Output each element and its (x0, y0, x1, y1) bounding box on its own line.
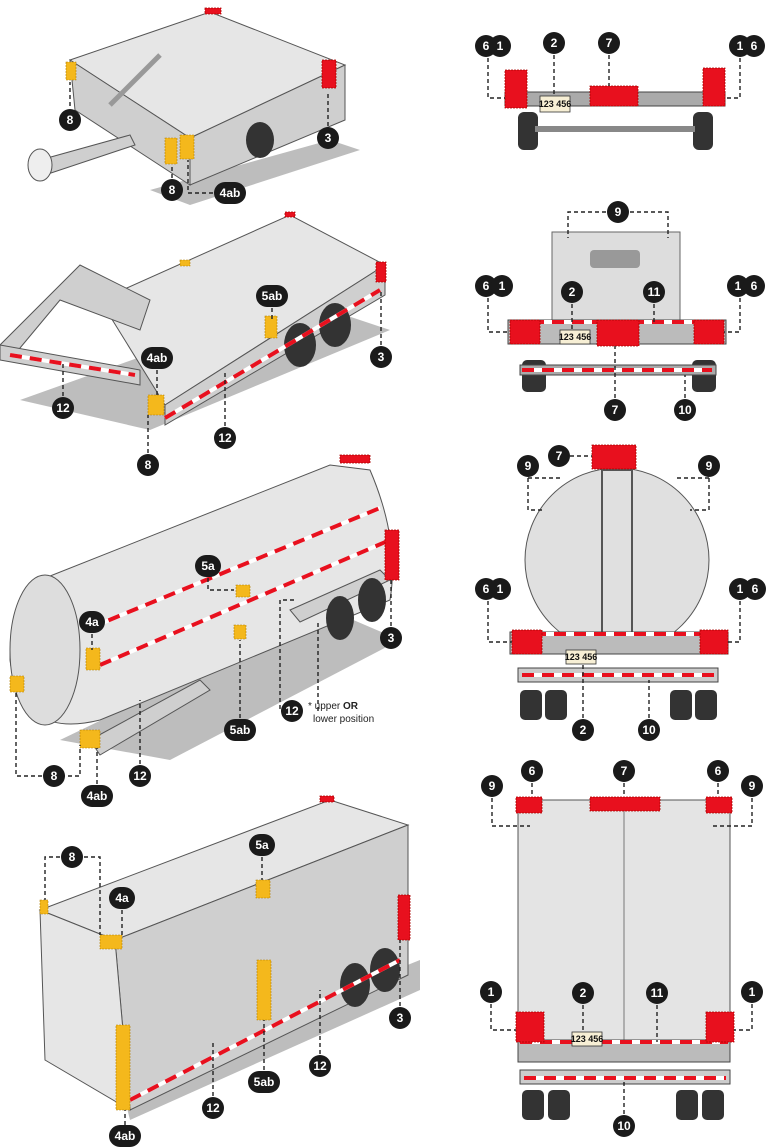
callout-12: 12 (206, 1101, 220, 1115)
callout-8: 8 (51, 769, 58, 783)
callout-1: 1 (735, 279, 742, 293)
callout-5a: 5a (201, 559, 215, 573)
callout-7: 7 (621, 764, 628, 778)
position-note-line2: lower position (313, 714, 374, 725)
callout-5ab: 5ab (254, 1075, 275, 1089)
callout-9: 9 (615, 205, 622, 219)
callout-5a: 5a (255, 838, 269, 852)
callout-1: 1 (497, 582, 504, 596)
van-trailer-side-view (38, 795, 420, 1120)
callout-12: 12 (313, 1059, 327, 1073)
callout-1: 1 (749, 985, 756, 999)
callout-8: 8 (67, 113, 74, 127)
callout-2: 2 (580, 723, 587, 737)
callout-4ab: 4ab (220, 186, 241, 200)
callout-3: 3 (378, 350, 385, 364)
callout-12: 12 (133, 769, 147, 783)
callout-6: 6 (529, 764, 536, 778)
callout-7: 7 (606, 36, 613, 50)
gooseneck-rear-callouts: 9 6 1 2 11 1 6 7 10 (475, 201, 765, 421)
callout-9: 9 (749, 779, 756, 793)
callout-1: 1 (497, 39, 504, 53)
callout-6: 6 (751, 279, 758, 293)
gooseneck-callouts: 5ab 4ab 3 12 12 8 (52, 285, 392, 476)
callout-11: 11 (648, 285, 661, 299)
callout-3: 3 (388, 631, 395, 645)
callout-1: 1 (499, 279, 506, 293)
van-callouts: 8 5a 4a 3 12 5ab 12 4ab (44, 834, 411, 1147)
callout-9: 9 (706, 459, 713, 473)
tanker-rear-view: 123 456 (509, 444, 729, 720)
flatbed-callouts: 8 3 8 4ab (59, 82, 339, 204)
callout-8: 8 (69, 850, 76, 864)
callout-1: 1 (737, 582, 744, 596)
callout-1: 1 (488, 985, 495, 999)
callout-7: 7 (612, 403, 619, 417)
callout-10: 10 (678, 403, 692, 417)
callout-6: 6 (483, 279, 490, 293)
callout-4a: 4a (115, 891, 129, 905)
callout-1: 1 (737, 39, 744, 53)
callout-9: 9 (489, 779, 496, 793)
callout-12: 12 (285, 704, 299, 718)
callout-10: 10 (617, 1119, 631, 1133)
license-plate: 123 456 (565, 652, 598, 662)
callout-6: 6 (483, 582, 490, 596)
callout-5ab: 5ab (230, 723, 251, 737)
callout-12: 12 (218, 431, 232, 445)
callout-10: 10 (642, 723, 656, 737)
license-plate: 123 456 (559, 332, 592, 342)
callout-12: 12 (56, 401, 70, 415)
callout-6: 6 (751, 39, 758, 53)
flatbed-rear-view: 123 456 (504, 67, 726, 150)
callout-2: 2 (580, 986, 587, 1000)
callout-2: 2 (551, 36, 558, 50)
license-plate: 123 456 (539, 99, 572, 109)
callout-8: 8 (169, 183, 176, 197)
callout-5ab: 5ab (262, 289, 283, 303)
callout-3: 3 (397, 1011, 404, 1025)
callout-8: 8 (145, 458, 152, 472)
tanker-trailer-side-view (9, 454, 400, 760)
flatbed-rear-callouts: 6 1 2 7 1 6 (475, 32, 765, 99)
callout-9: 9 (525, 459, 532, 473)
tanker-callouts: 5a 4a 3 12 5ab 12 8 4ab * upper OR lower… (15, 555, 402, 807)
van-rear-view: 123 456 (515, 796, 735, 1120)
callout-7: 7 (556, 449, 563, 463)
callout-4a: 4a (85, 615, 99, 629)
callout-2: 2 (569, 285, 576, 299)
flatbed-trailer-side-view (27, 7, 360, 205)
gooseneck-trailer-side-view (0, 211, 390, 430)
tanker-rear-callouts: 7 9 9 6 1 1 6 2 10 (475, 445, 766, 741)
callout-3: 3 (325, 131, 332, 145)
position-note: * upper OR (308, 701, 359, 712)
callout-6: 6 (715, 764, 722, 778)
callout-11: 11 (651, 986, 664, 1000)
gooseneck-rear-view: 123 456 (507, 231, 727, 392)
van-rear-callouts: 9 6 7 6 9 1 2 11 1 10 (480, 760, 763, 1137)
callout-6: 6 (752, 582, 759, 596)
callout-4ab: 4ab (147, 351, 168, 365)
callout-6: 6 (483, 39, 490, 53)
license-plate: 123 456 (571, 1034, 604, 1044)
callout-4ab: 4ab (87, 789, 108, 803)
callout-4ab: 4ab (115, 1129, 136, 1143)
